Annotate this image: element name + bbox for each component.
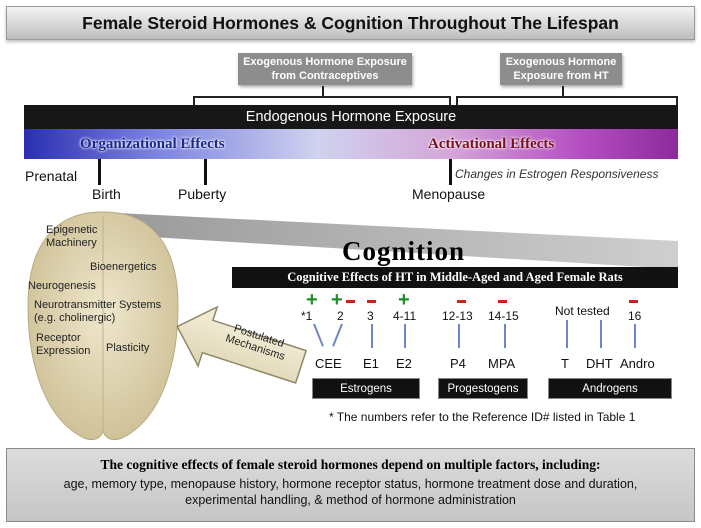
effect-minus-16 [629,300,638,303]
connector-line [566,320,568,348]
puberty-tick [204,159,207,185]
factors-heading: The cognitive effects of female steroid … [100,457,601,472]
endogenous-bar: Endogenous Hormone Exposure [24,105,678,129]
connector-line [332,323,343,347]
menopause-tick [449,159,452,185]
cognition-title: Cognition [342,236,466,266]
hormone-label: T [561,356,569,371]
ref-label: 4-11 [393,309,417,323]
factors-line-1: age, memory type, menopause history, hor… [63,477,638,491]
ref-label: 14-15 [488,309,519,323]
ref-label: 12-13 [442,309,473,323]
contraceptives-label: Exogenous Hormone Exposure from Contrace… [243,56,407,82]
group-progestogens-label: Progestogens [447,382,519,395]
reference-footnote: * The numbers refer to the Reference ID#… [329,410,636,424]
cognition-subtitle: Cognitive Effects of HT in Middle-Aged a… [232,267,678,288]
mechanism-plasticity: Plasticity [106,342,150,354]
ref-label: *1 [301,309,313,323]
page-title: Female Steroid Hormones & Cognition Thro… [82,12,619,33]
estrogen-responsiveness-label: Changes in Estrogen Responsiveness [455,167,659,181]
mechanism-neurogenesis: Neurogenesis [28,280,96,292]
effect-minus-14-15 [498,300,507,303]
hormone-label: Andro [620,356,655,371]
cognition-subtitle-text: Cognitive Effects of HT in Middle-Aged a… [287,270,623,284]
connector-line [371,324,373,348]
postulated-arrow [176,305,308,384]
effect-plus-4-11: + [398,289,410,311]
menopause-label: Menopause [412,186,486,202]
group-androgens-label: Androgens [582,382,638,395]
endogenous-label: Endogenous Hormone Exposure [245,109,457,125]
effect-plus-1: + [306,289,318,311]
effects-bar [24,129,678,159]
ref-label: 3 [367,309,374,323]
birth-label: Birth [92,186,121,202]
mechanism-epigenetic: Epigenetic Machinery [46,224,98,249]
connector-line [600,320,602,348]
cognition-wedge [118,213,678,269]
hormone-label: CEE [315,356,342,371]
effect-minus-12-13 [457,300,466,303]
ref-label: Not tested [555,304,610,318]
ref-label: 2 [337,309,344,323]
title-bar: Female Steroid Hormones & Cognition Thro… [6,6,695,40]
ht-bracket [456,96,678,105]
prenatal-label: Prenatal [25,168,78,184]
ht-box: Exogenous Hormone Exposure from HT [500,53,622,85]
contraceptives-bracket [193,96,451,105]
effect-minus-3 [367,300,376,303]
ht-label: Exogenous Hormone Exposure from HT [505,56,617,82]
activational-label: Activational Effects [428,136,555,152]
connector-line [634,324,636,348]
contraceptives-box: Exogenous Hormone Exposure from Contrace… [238,53,412,85]
hormone-label: P4 [450,356,466,371]
puberty-label: Puberty [178,186,227,202]
group-androgens: Androgens [548,378,672,399]
mechanism-neurotransmitter: Neurotransmitter Systems (e.g. cholinerg… [34,299,162,324]
connector-line [313,323,324,347]
effect-minus-2 [346,300,355,303]
factors-box: The cognitive effects of female steroid … [6,448,695,522]
group-progestogens: Progestogens [438,378,528,399]
hormone-label: DHT [586,356,613,371]
hormone-label: MPA [488,356,516,371]
connector-line [404,324,406,348]
effect-plus-2: + [331,289,343,311]
brain-illustration [27,211,179,441]
mechanism-bioenergetics: Bioenergetics [90,261,157,273]
factors-line-2: experimental handling, & method of hormo… [185,493,516,507]
organizational-label: Organizational Effects [80,136,225,152]
group-estrogens-label: Estrogens [340,382,392,395]
mechanism-receptor: Receptor Expression [36,332,91,357]
hormone-label: E1 [363,356,379,371]
contraceptives-bracket-stem [322,86,324,96]
ht-bracket-stem [562,86,564,96]
birth-tick [98,159,101,185]
ref-label: 16 [628,309,642,323]
hormone-label: E2 [396,356,412,371]
connector-line [458,324,460,348]
group-estrogens: Estrogens [312,378,420,399]
connector-line [504,324,506,348]
